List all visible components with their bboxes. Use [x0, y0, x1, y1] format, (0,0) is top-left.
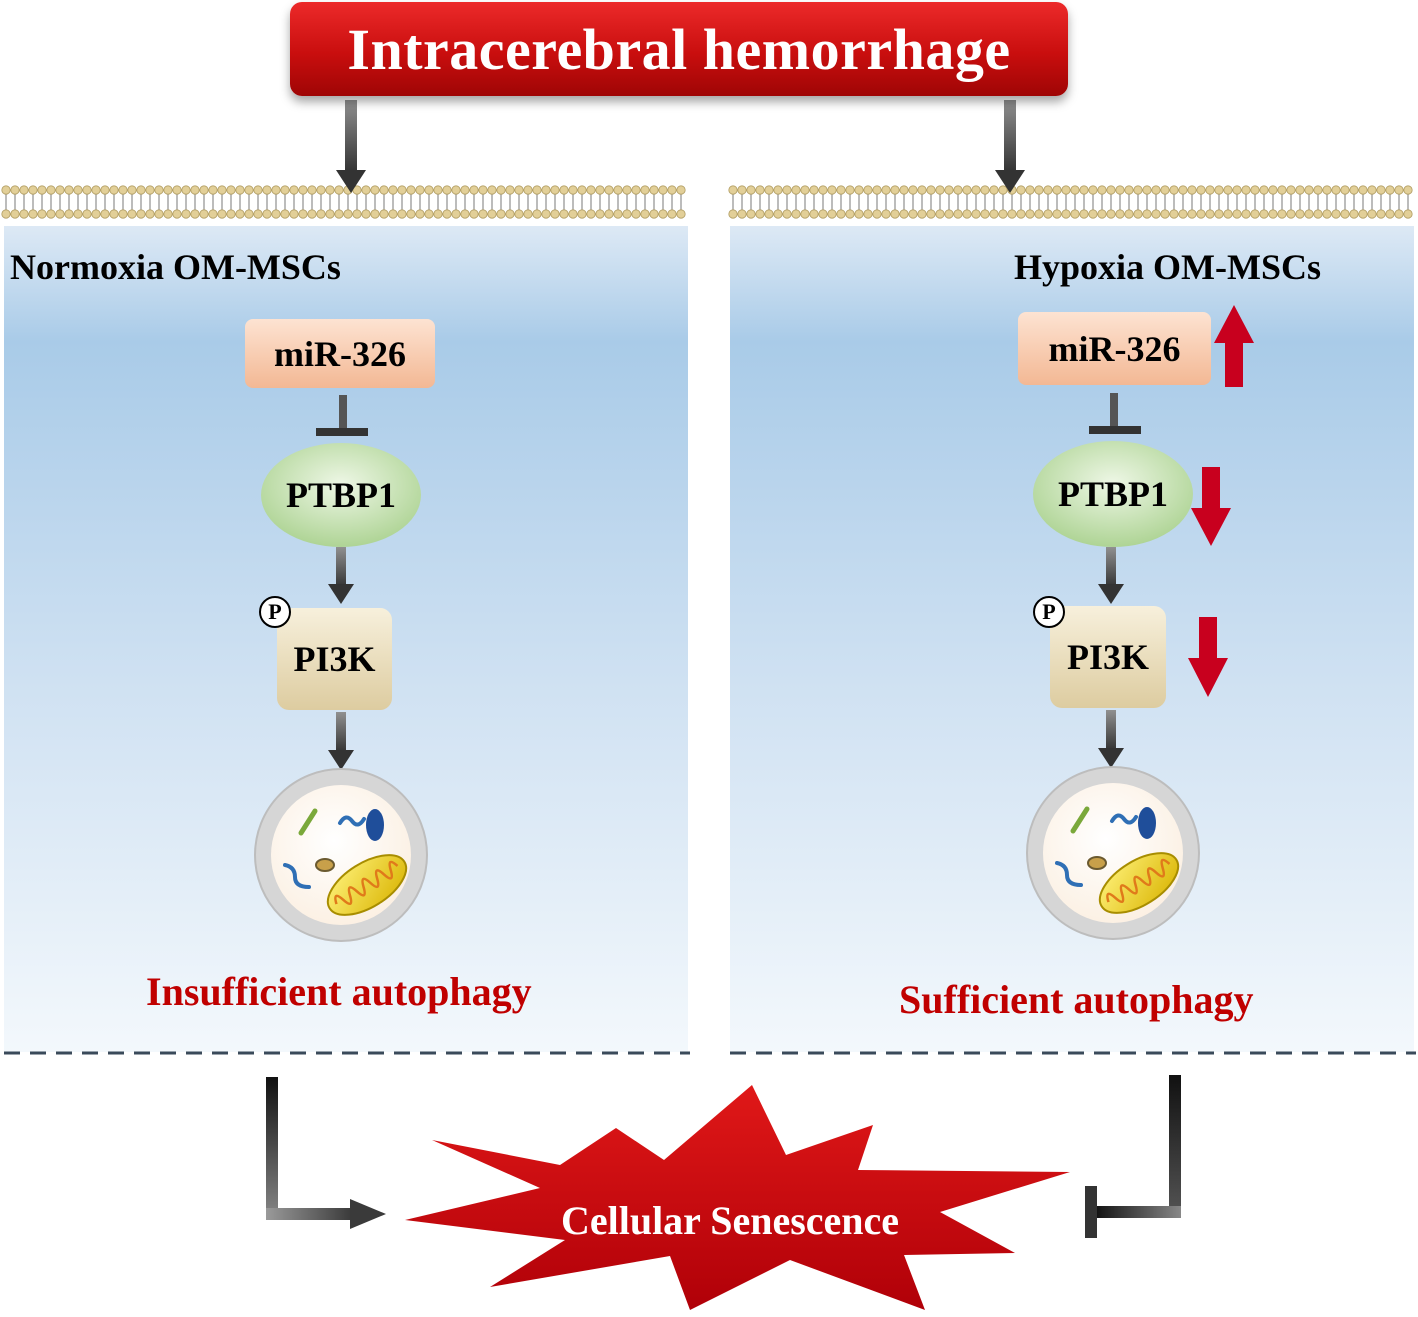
right-outcome-text: Sufficient autophagy [899, 977, 1254, 1022]
senescence-starburst [405, 1085, 1070, 1310]
right-arrow-pi3k-autophagy [1098, 710, 1124, 768]
left-pi3k-label: PI3K [293, 639, 376, 679]
right-inhibition-bar [1089, 393, 1141, 434]
ptbp1-down-arrow [1191, 467, 1231, 546]
mirna-up-arrow [1214, 305, 1254, 387]
left-arrow-ptbp1-pi3k [328, 547, 354, 604]
right-cell-membrane [728, 185, 1413, 219]
title-text: Intracerebral hemorrhage [347, 16, 1011, 82]
left-pi3k-box [277, 608, 392, 710]
right-arrow-ptbp1-pi3k [1098, 547, 1124, 604]
right-pi3k-label: PI3K [1066, 637, 1149, 677]
right-panel-title: Hypoxia OM-MSCs [1014, 247, 1322, 287]
left-arrow-pi3k-autophagy [328, 712, 354, 770]
right-ptbp1-label: PTBP1 [1057, 474, 1168, 514]
left-inhibition-bar [316, 395, 368, 436]
left-phospho-badge: P [259, 596, 291, 628]
left-ptbp1-label: PTBP1 [285, 475, 396, 515]
senescence-label: Cellular Senescence [560, 1197, 900, 1243]
right-mirna-label: miR-326 [1048, 328, 1181, 369]
left-entry-arrow [336, 100, 366, 193]
left-ptbp1-node [261, 443, 421, 547]
left-mirna-label: miR-326 [274, 333, 406, 374]
right-phospho-badge: P [1033, 596, 1065, 628]
left-cell-membrane [1, 185, 686, 219]
right-ptbp1-node [1033, 441, 1193, 547]
left-panel-title: Normoxia OM-MSCs [10, 247, 341, 287]
left-outcome-text: Insufficient autophagy [146, 969, 532, 1014]
promote-arrow [266, 1077, 386, 1229]
inhibit-bracket [1085, 1075, 1181, 1238]
right-pi3k-box [1050, 606, 1166, 708]
left-autophagosome [254, 768, 428, 942]
right-entry-arrow [995, 100, 1025, 193]
left-mirna-box [245, 319, 435, 388]
title-banner: Intracerebral hemorrhage [290, 2, 1068, 96]
right-autophagosome [1026, 766, 1200, 940]
right-mirna-box [1018, 312, 1211, 385]
pi3k-down-arrow [1188, 617, 1228, 697]
